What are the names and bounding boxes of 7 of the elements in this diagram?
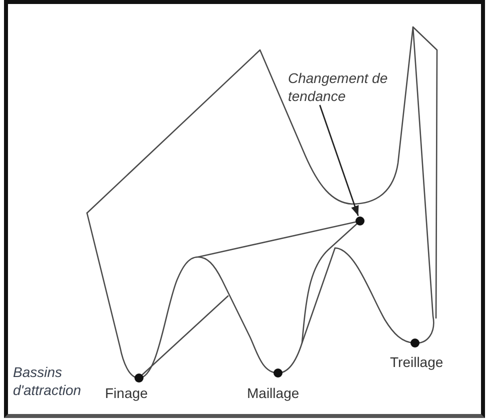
point-marker-icon <box>356 216 364 226</box>
annotation-text: Changement de tendance <box>288 69 394 105</box>
basin-label: Finage <box>105 384 149 402</box>
basin-label: Maillage <box>247 384 300 402</box>
arrow <box>319 104 359 216</box>
annotation-text: Bassins d'attraction <box>13 363 82 399</box>
basin-label: Treillage <box>390 353 444 371</box>
